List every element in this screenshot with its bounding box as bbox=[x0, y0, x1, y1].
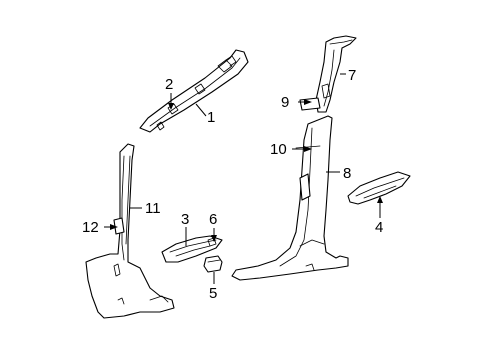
callout-5: 5 bbox=[209, 285, 217, 302]
leader-lines bbox=[104, 73, 383, 284]
part-windshield-pillar-trim bbox=[139, 49, 249, 133]
callout-3: 3 bbox=[181, 211, 189, 228]
callout-12: 12 bbox=[82, 219, 99, 236]
part-center-pillar-lower-trim bbox=[231, 115, 349, 281]
callout-11: 11 bbox=[145, 200, 161, 217]
callouts: 1 2 3 4 5 6 7 8 9 10 11 12 bbox=[82, 67, 383, 302]
callout-2: 2 bbox=[165, 76, 173, 93]
callout-8: 8 bbox=[343, 165, 351, 182]
callout-7: 7 bbox=[348, 67, 356, 84]
callout-10: 10 bbox=[270, 141, 287, 158]
callout-9: 9 bbox=[281, 94, 289, 111]
callout-6: 6 bbox=[209, 211, 217, 228]
callout-4: 4 bbox=[375, 219, 383, 236]
part-retainer-clip bbox=[203, 255, 223, 273]
part-cowl-side-trim bbox=[85, 143, 175, 319]
part-rear-sill-plate bbox=[347, 171, 411, 205]
callout-1: 1 bbox=[207, 109, 215, 126]
